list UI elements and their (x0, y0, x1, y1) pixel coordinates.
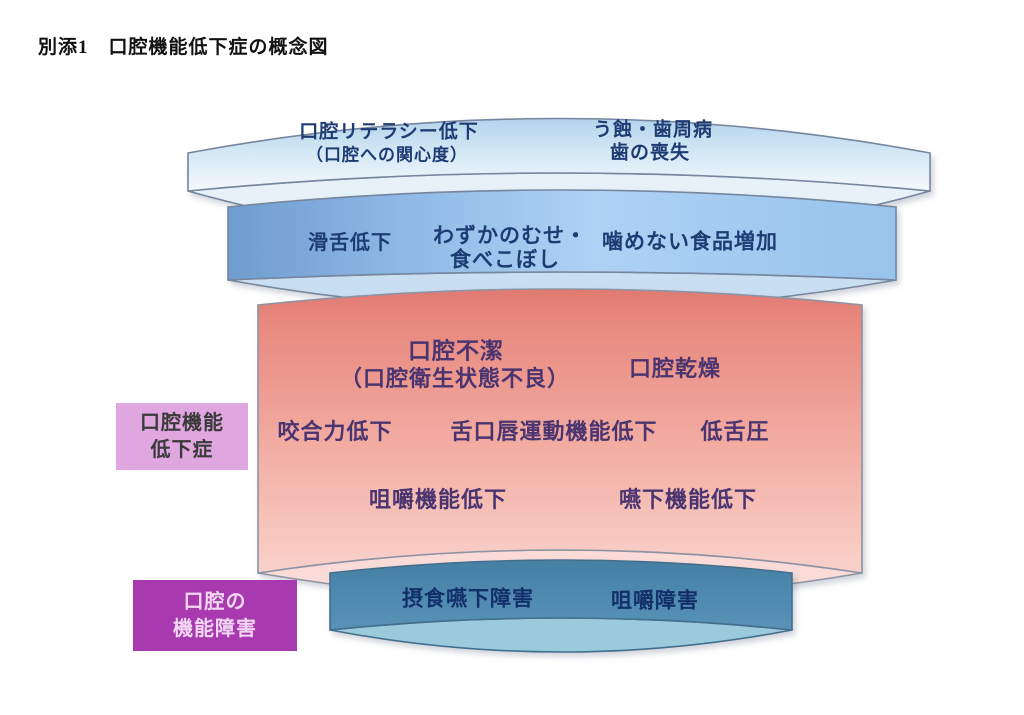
label-oral-dryness: 口腔乾燥 (628, 356, 722, 381)
hypofunction-label-line2: 低下症 (150, 438, 214, 461)
label-oral-interest-level: （口腔への関心度） (306, 145, 468, 165)
hypofunction-label-line1: 口腔機能 (140, 411, 224, 434)
label-feeding-swallowing-disorder: 摂食嚥下障害 (402, 587, 534, 611)
label-poor-oral-hygiene: （口腔衛生状態不良） (339, 366, 571, 391)
label-caries-periodontal-disease: う蝕・歯周病 (592, 119, 714, 141)
label-reduced-bite-force: 咬合力低下 (277, 419, 393, 444)
label-poor-articulation: 滑舌低下 (308, 232, 392, 254)
label-low-tongue-pressure: 低舌圧 (700, 419, 770, 444)
tier4-disorder-disc (329, 559, 793, 653)
label-reduced-tongue-lip-motor-function: 舌口唇運動機能低下 (450, 419, 658, 444)
dysfunction-label-line2: 機能障害 (173, 617, 257, 640)
label-slight-choking: わずかのむせ・ (433, 224, 587, 248)
label-food-spilling: 食べこぼし (450, 248, 560, 272)
page-title: 別添1 口腔機能低下症の概念図 (38, 37, 329, 58)
label-oral-literacy-decline: 口腔リテラシー低下 (299, 121, 479, 143)
label-masticatory-disorder: 咀嚼障害 (611, 589, 699, 613)
tier3-face-shape (257, 288, 863, 574)
label-unchewable-foods-increase: 噛めない食品増加 (602, 230, 778, 254)
tier4-face-shape (329, 559, 793, 631)
dysfunction-label-line1: 口腔の (183, 590, 247, 613)
hypofunction-label-box: 口腔機能 低下症 (116, 403, 248, 470)
label-reduced-masticatory-function: 咀嚼機能低下 (368, 487, 508, 512)
label-reduced-swallowing-function: 嚥下機能低下 (618, 487, 758, 512)
label-oral-uncleanliness: 口腔不潔 (408, 337, 504, 364)
tier2-face-shape (227, 189, 897, 281)
tier3-hypofunction-body (257, 288, 863, 600)
tier1-face-shape (187, 117, 931, 192)
label-tooth-loss: 歯の喪失 (609, 142, 691, 164)
dysfunction-label-box: 口腔の 機能障害 (133, 580, 297, 651)
